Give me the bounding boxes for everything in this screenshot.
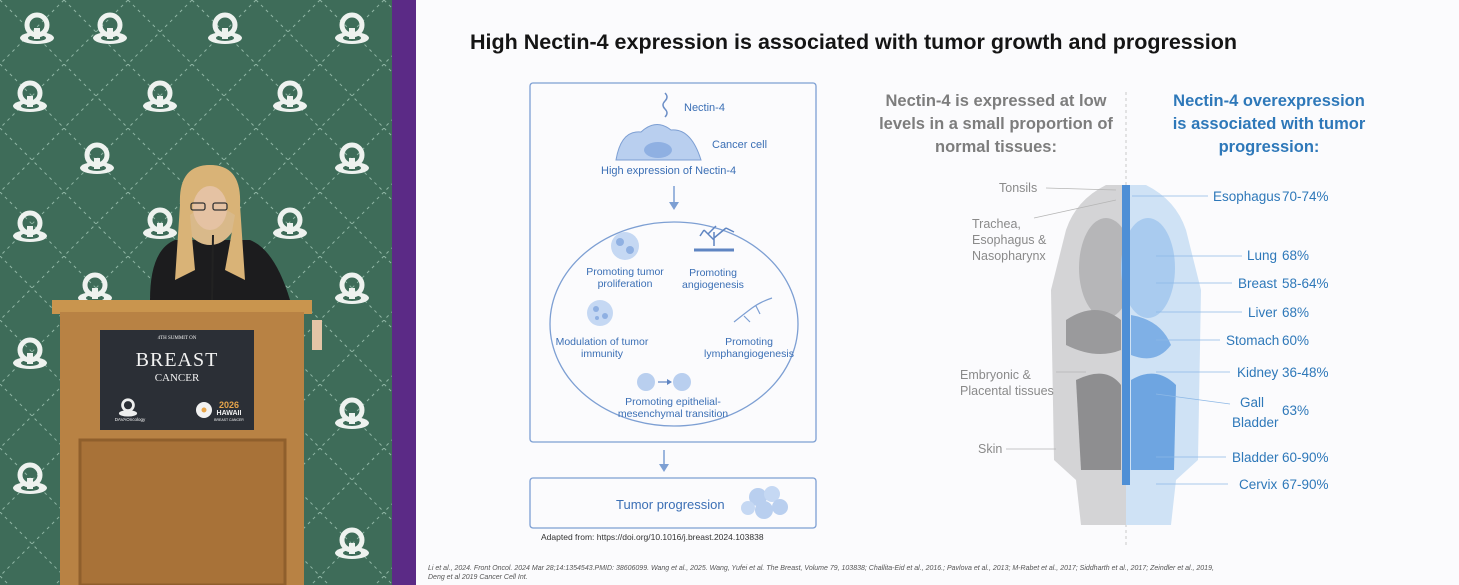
tumor-kidney-value: 36-48% xyxy=(1282,365,1329,380)
normal-tissues-header: Nectin-4 is expressed at low levels in a… xyxy=(879,92,1113,156)
podium-breast: BREAST xyxy=(135,349,219,371)
immunity-icon xyxy=(587,300,613,326)
cancer-cell-label: Cancer cell xyxy=(712,139,768,151)
tumor-esophagus-name: Esophagus xyxy=(1213,189,1281,204)
adapted-from: Adapted from: https://doi.org/10.1016/j.… xyxy=(541,532,764,542)
circle-item-immunity: Modulation of tumor immunity xyxy=(555,336,649,360)
tumor-gall-bladder-name: Gall Bladder xyxy=(1232,395,1279,430)
speaker-video: 4TH SUMMIT ON BREAST CANCER DAVAOncology… xyxy=(0,0,392,585)
lymphangiogenesis-icon xyxy=(733,297,773,323)
tumor-stomach-value: 60% xyxy=(1282,333,1310,348)
emt-icon xyxy=(637,373,691,391)
circle-item-lymphangiogenesis: Promoting lymphangiogenesis xyxy=(704,336,794,360)
normal-tissue-skin: Skin xyxy=(978,442,1003,456)
tumor-cluster-icon xyxy=(741,486,788,519)
tumor-progression-label: Tumor progression xyxy=(616,497,725,512)
tumor-cervix-name: Cervix xyxy=(1239,477,1278,492)
podium-dava: DAVAOncology xyxy=(114,417,146,422)
tumor-kidney-name: Kidney xyxy=(1237,365,1279,380)
normal-tissue-tonsils: Tonsils xyxy=(999,181,1038,195)
cancer-cell-icon xyxy=(615,92,702,161)
high-expression-label: High expression of Nectin-4 xyxy=(601,165,737,177)
presentation-slide: High Nectin-4 expression is associated w… xyxy=(416,0,1459,585)
references: Li et al., 2024. Front Oncol. 2024 Mar 2… xyxy=(428,565,1214,581)
tumor-breast-name: Breast xyxy=(1238,276,1278,291)
podium-cancer: CANCER xyxy=(154,372,200,384)
podium-year: 2026 xyxy=(218,400,240,410)
slide-title: High Nectin-4 expression is associated w… xyxy=(470,30,1237,54)
tumor-cervix-value: 67-90% xyxy=(1282,477,1329,492)
body-figure xyxy=(1051,185,1201,525)
tumor-breast-value: 58-64% xyxy=(1282,276,1329,291)
tumor-lung-name: Lung xyxy=(1247,248,1278,263)
angiogenesis-icon xyxy=(694,225,735,252)
podium-hawaii: HAWAII xyxy=(216,410,242,417)
frame-divider xyxy=(392,0,416,585)
tumor-esophagus-value: 70-74% xyxy=(1282,189,1329,204)
podium-hawaii-sub: BREAST CANCER xyxy=(214,418,244,422)
slide-graphics xyxy=(529,82,1242,548)
proliferation-icon xyxy=(611,232,639,260)
mechanism-panel xyxy=(529,82,817,529)
overexpression-header: Nectin-4 overexpression is associated wi… xyxy=(1172,92,1366,156)
tumor-stomach-name: Stomach xyxy=(1226,333,1280,348)
tumor-bladder-value: 60-90% xyxy=(1282,450,1329,465)
tumor-liver-name: Liver xyxy=(1248,305,1278,320)
tumor-lung-value: 68% xyxy=(1282,248,1310,263)
nectin-label: Nectin-4 xyxy=(684,102,725,114)
hibiscus-icon xyxy=(196,402,212,418)
circle-item-emt: Promoting epithelial- mesenchymal transi… xyxy=(617,396,729,420)
tumor-gall-bladder-value: 63% xyxy=(1282,403,1310,418)
dava-logo-icon xyxy=(118,398,138,417)
circle-item-angiogenesis: Promoting angiogenesis xyxy=(682,267,744,291)
tumor-liver-value: 68% xyxy=(1282,305,1310,320)
podium-summit: 4TH SUMMIT ON xyxy=(157,336,197,341)
circle-item-proliferation: Promoting tumor proliferation xyxy=(586,266,664,290)
tumor-bladder-name: Bladder xyxy=(1232,450,1279,465)
normal-tissue-trachea: Trachea, Esophagus & Nasopharynx xyxy=(972,217,1047,263)
backdrop xyxy=(0,0,392,585)
normal-tissue-embryonic: Embryonic & Placental tissues xyxy=(960,368,1054,398)
